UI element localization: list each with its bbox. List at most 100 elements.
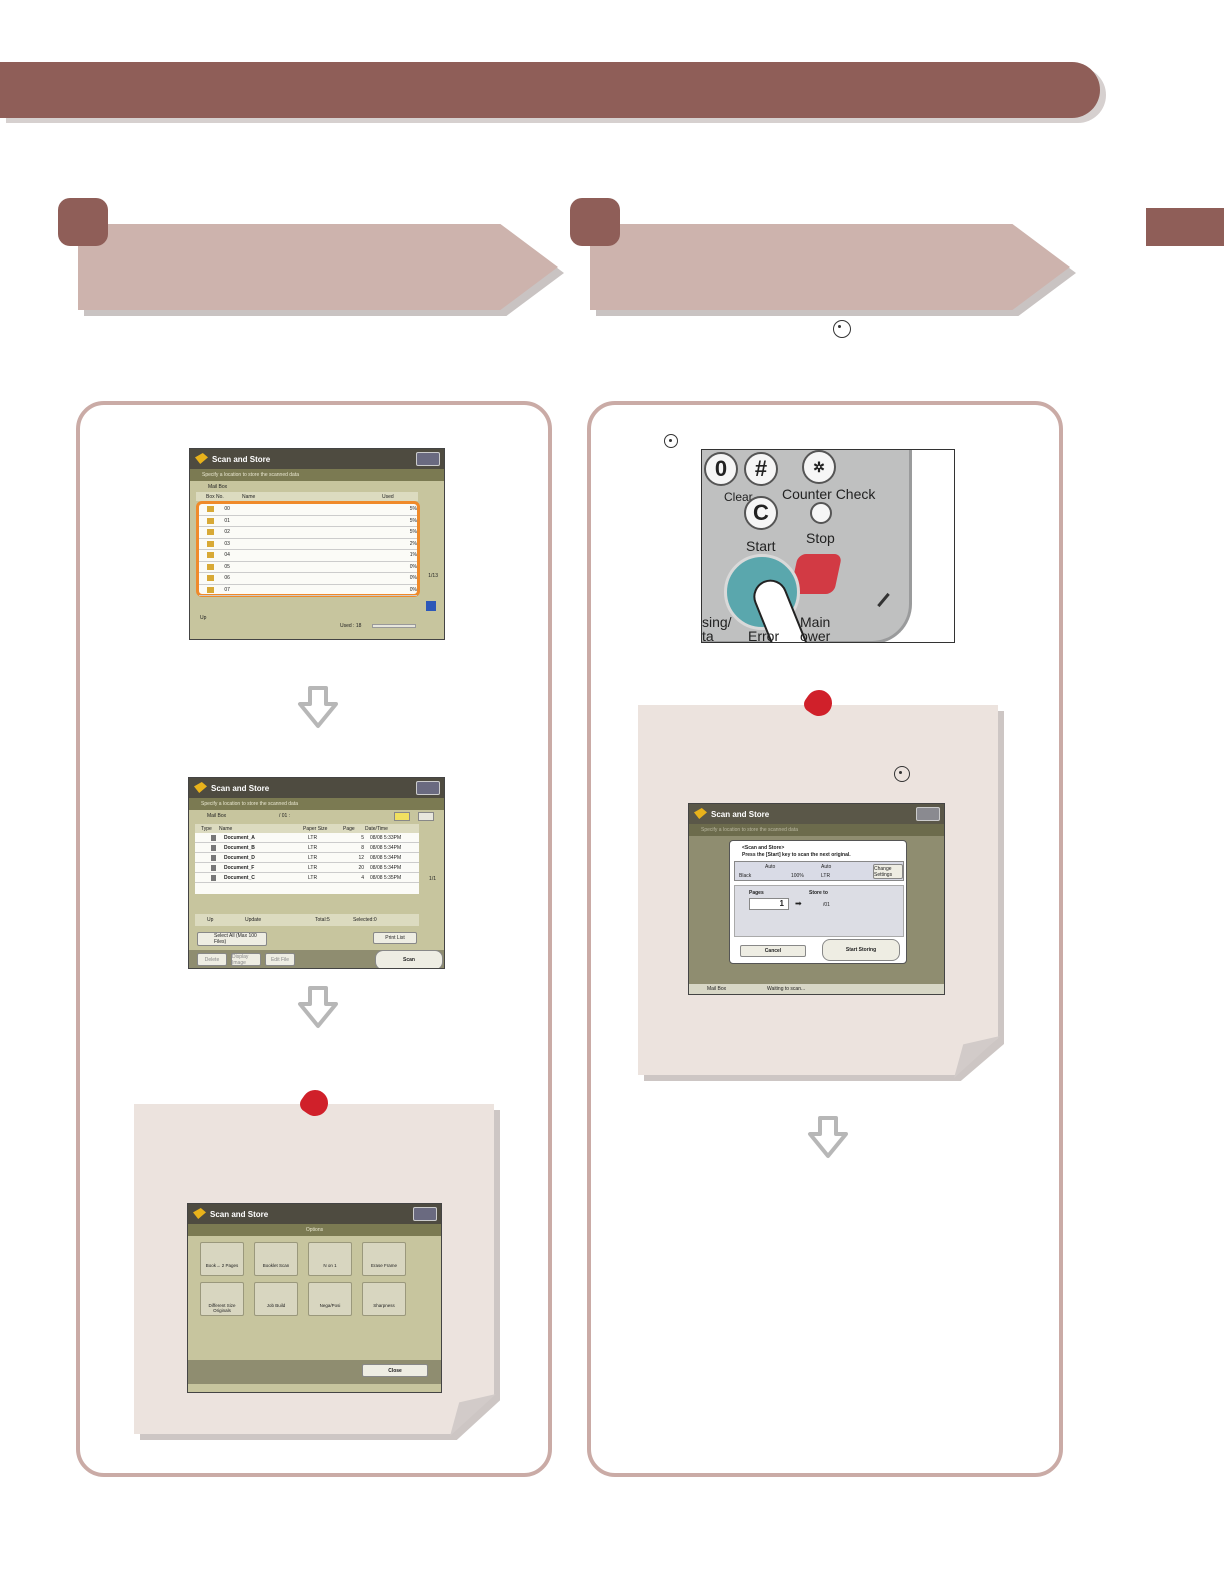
scan-store-icon xyxy=(193,1208,206,1219)
file-list: Type Name Paper Size Page Date/Time Docu… xyxy=(195,824,419,894)
file-list-screen: Scan and Store Specify a location to sto… xyxy=(188,777,445,969)
start-key-icon xyxy=(833,320,851,338)
key-hash[interactable]: # xyxy=(744,452,778,486)
waiting-screen: Scan and Store Specify a location to sto… xyxy=(688,803,945,995)
display-image-button[interactable]: Display Image xyxy=(231,953,261,966)
mailbox-icon xyxy=(207,506,215,513)
down-arrow-icon xyxy=(298,686,338,728)
change-settings-button[interactable]: Change Settings xyxy=(873,864,903,879)
option-button[interactable]: Booklet Scan xyxy=(254,1242,298,1276)
down-arrow-icon xyxy=(808,1116,848,1158)
screen-subtitle: Specify a location to store the scanned … xyxy=(189,798,444,810)
start-label: Start xyxy=(746,538,776,554)
option-button[interactable]: Job Build xyxy=(254,1282,298,1316)
dialog-title: <Scan and Store> xyxy=(742,845,785,851)
scroll-down-button[interactable] xyxy=(426,601,436,611)
mailbox-icon xyxy=(207,575,215,582)
thumbnail-view-icon[interactable] xyxy=(394,812,410,821)
clear-key[interactable]: C xyxy=(744,496,778,530)
edit-file-button[interactable]: Edit File xyxy=(265,953,295,966)
delete-button[interactable]: Delete xyxy=(197,953,227,966)
document-icon xyxy=(211,874,216,881)
scan-store-icon xyxy=(194,782,207,793)
document-icon xyxy=(211,864,216,871)
store-to-value: /01 xyxy=(823,902,830,908)
stop-small-key[interactable] xyxy=(810,502,832,524)
arrow-right-icon: ➡ xyxy=(795,899,802,908)
mailbox-icon xyxy=(207,517,215,524)
step-2-banner xyxy=(590,224,1076,316)
pages-value: 1 xyxy=(749,898,789,910)
screen-title: Scan and Store xyxy=(189,778,444,798)
side-tab xyxy=(1146,208,1224,246)
page-indicator: 1/1 xyxy=(429,876,436,882)
location-bar: Mail Box / 01 : xyxy=(207,813,291,819)
select-all-button[interactable]: Select All (Max 100 Files) xyxy=(197,932,267,946)
dialog-message: Press the [Start] key to scan the next o… xyxy=(742,852,851,858)
step-1-banner xyxy=(78,224,564,316)
option-button[interactable]: Different Size Originals xyxy=(200,1282,244,1316)
screen-subtitle: Specify a location to store the scanned … xyxy=(190,469,444,481)
scan-dialog: <Scan and Store> Press the [Start] key t… xyxy=(729,840,907,964)
stop-label: Stop xyxy=(806,530,835,546)
scan-store-icon xyxy=(694,808,707,819)
scan-button[interactable]: Scan xyxy=(375,950,443,968)
scan-store-icon xyxy=(195,453,208,464)
screen-title: Scan and Store xyxy=(188,1204,441,1224)
main-label: Main xyxy=(800,614,831,630)
key-0[interactable]: 0 xyxy=(704,452,738,486)
step-2-number xyxy=(570,198,620,246)
up-button[interactable]: Up xyxy=(200,615,207,621)
option-button[interactable]: Book→ 2 Pages xyxy=(200,1242,244,1276)
settings-summary: Black Auto 100% Auto LTR Change Settings xyxy=(734,861,904,881)
store-info: Pages 1 ➡ Store to /01 xyxy=(734,885,904,937)
start-key-icon xyxy=(894,766,910,782)
used-label: Used : 18 xyxy=(340,623,362,629)
page-indicator: 1/13 xyxy=(428,573,438,579)
mailbox-icon xyxy=(207,529,215,536)
counter-check-key[interactable]: ✲ xyxy=(802,450,836,484)
print-list-button[interactable]: Print List xyxy=(373,932,417,944)
data-label: ta xyxy=(702,628,714,643)
option-button[interactable]: Erase Frame xyxy=(362,1242,406,1276)
home-icon[interactable] xyxy=(413,1207,437,1221)
home-icon[interactable] xyxy=(416,781,440,795)
option-button[interactable]: N on 1 xyxy=(308,1242,352,1276)
status-bar: Mail Box Waiting to scan... xyxy=(689,984,944,994)
header-bar xyxy=(0,62,1100,118)
document-icon xyxy=(211,834,216,841)
up-button[interactable]: Up xyxy=(207,917,214,923)
mailbox-icon xyxy=(207,540,215,547)
screen-title: Scan and Store xyxy=(689,804,944,824)
close-button[interactable]: Close xyxy=(362,1364,428,1377)
cancel-button[interactable]: Cancel xyxy=(740,945,806,957)
mailbox-icon xyxy=(207,586,215,593)
screen-title: Scan and Store xyxy=(190,449,444,469)
list-view-icon[interactable] xyxy=(418,812,434,821)
update-button[interactable]: Update xyxy=(245,917,262,923)
file-toolbar: Up Update Total:5 Selected:0 xyxy=(195,914,419,926)
home-icon[interactable] xyxy=(916,807,940,821)
option-button[interactable]: Sharpness xyxy=(362,1282,406,1316)
control-panel-illustration: 0 # ✲ Clear Counter Check C Start Stop s… xyxy=(701,449,955,643)
error-label: Error xyxy=(748,628,780,643)
column-header: Box No. Name Used xyxy=(196,492,418,501)
option-button[interactable]: Nega/Posi xyxy=(308,1282,352,1316)
start-storing-button[interactable]: Start Storing xyxy=(822,939,900,961)
processing-label: sing/ xyxy=(702,614,732,630)
home-icon[interactable] xyxy=(416,452,440,466)
file-list-header: Type Name Paper Size Page Date/Time xyxy=(195,824,419,833)
